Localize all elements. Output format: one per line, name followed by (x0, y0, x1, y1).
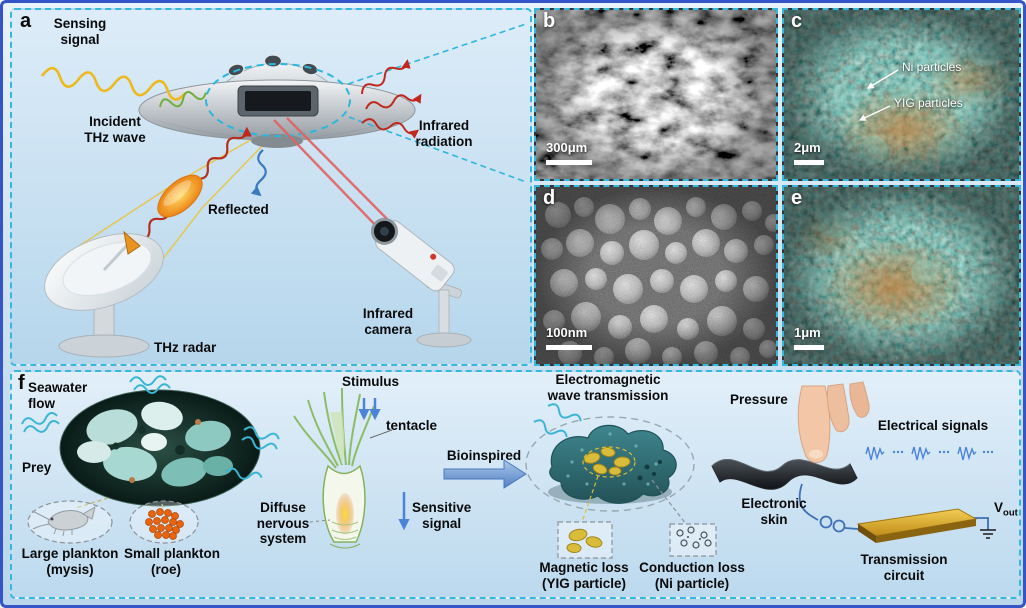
eskin-anemone-illustration (525, 416, 695, 525)
scale-bar (794, 345, 824, 350)
electrical-signals-label: Electrical signals (877, 418, 989, 433)
electronic-skin-label: Electronic skin (741, 496, 807, 527)
panel-f: f Seawater flow Prey Large plankton (mys… (10, 370, 1021, 599)
bioinspired-label: Bioinspired (446, 448, 522, 463)
tentacle-label: tentacle (386, 418, 438, 433)
panel-b-label: b (543, 10, 556, 32)
scale-bar (546, 345, 592, 350)
infrared-radiation-label: Infrared radiation (415, 118, 473, 149)
sem-image-nanospheres (536, 187, 776, 364)
magnetic-loss-label: Magnetic loss (YIG particle) (539, 560, 629, 591)
anemone-photo (59, 389, 261, 507)
sensitive-signal-label: Sensitive signal (412, 500, 472, 531)
yig-particles-annotation: YIG particles (894, 96, 963, 110)
panel-a: a Sensing signal Incident THz wave Refle… (10, 8, 532, 366)
infrared-beam-lines (273, 117, 395, 233)
mysis-illustration (27, 500, 113, 544)
sem-image-porous-network (536, 10, 776, 179)
scale-bar (794, 160, 824, 165)
infrared-camera-label: Infrared camera (362, 306, 414, 337)
transmission-electrode (856, 508, 978, 543)
sem-image-colored-particles (784, 187, 1019, 364)
incident-thz-label: Incident THz wave (84, 114, 146, 145)
panel-c-label: c (791, 10, 803, 32)
ni-loss-box (669, 523, 717, 557)
panel-d: d 100nm (534, 185, 778, 366)
thz-radar-illustration (44, 230, 164, 358)
seawater-flow-label: Seawater flow (28, 380, 88, 411)
prey-label: Prey (22, 460, 52, 475)
sensing-wave (40, 66, 187, 101)
reflected-label: Reflected (208, 202, 269, 217)
yig-loss-box (557, 521, 613, 559)
panel-a-scene (40, 23, 527, 358)
panel-b: b 300μm (534, 8, 778, 181)
thz-radar-label: THz radar (154, 340, 217, 355)
anemone-sketch (293, 387, 393, 549)
scale-bar-label: 100nm (546, 325, 588, 340)
reflected-wave (250, 149, 267, 197)
scale-bar-label: 300μm (546, 140, 588, 155)
finger-press-illustration (797, 381, 870, 464)
transmission-circuit-wire (798, 483, 989, 533)
annotation-arrows (858, 69, 899, 121)
green-wave (159, 91, 207, 108)
panel-f-scene (19, 375, 996, 559)
v-out-label: Vout (994, 500, 1018, 519)
panel-c: c Ni particles YIG particles 2μm (782, 8, 1021, 181)
prey-leader-dashes (75, 497, 165, 513)
scale-bar-label: 2μm (794, 140, 821, 155)
electronic-skin-sheet (711, 459, 858, 490)
ni-particles-annotation: Ni particles (902, 60, 962, 74)
conduction-loss-label: Conduction loss (Ni particle) (639, 560, 745, 591)
em-wave-transmission-label: Electromagnetic wave transmission (547, 372, 669, 403)
bioinspired-arrow (443, 459, 527, 489)
diffuse-nervous-system-label: Diffuse nervous system (256, 500, 310, 547)
infrared-camera-illustration (370, 217, 472, 348)
pressure-label: Pressure (730, 392, 788, 407)
scale-bar-label: 1μm (794, 325, 821, 340)
sensing-signal-label: Sensing signal (53, 16, 107, 47)
lens-icon (157, 174, 203, 218)
stimulus-label: Stimulus (342, 374, 400, 389)
small-plankton-label: Small plankton (roe) (124, 546, 221, 577)
large-plankton-label: Large plankton (mysis) (21, 546, 119, 577)
sem-image-ni-yig-particles (784, 10, 1019, 179)
panel-e-label: e (791, 187, 803, 209)
electrical-signal-waveforms (865, 446, 994, 461)
ground-symbol (980, 529, 996, 539)
panel-d-label: d (543, 187, 556, 209)
stimulus-arrows (358, 398, 381, 421)
panel-f-label: f (18, 372, 25, 394)
infrared-radiation-waves (361, 59, 422, 139)
panel-a-label: a (20, 10, 32, 32)
transmission-circuit-label: Transmission circuit (860, 552, 948, 583)
panel-e: e 1μm (782, 185, 1021, 366)
roe-illustration (129, 500, 199, 544)
scale-bar (546, 160, 592, 165)
